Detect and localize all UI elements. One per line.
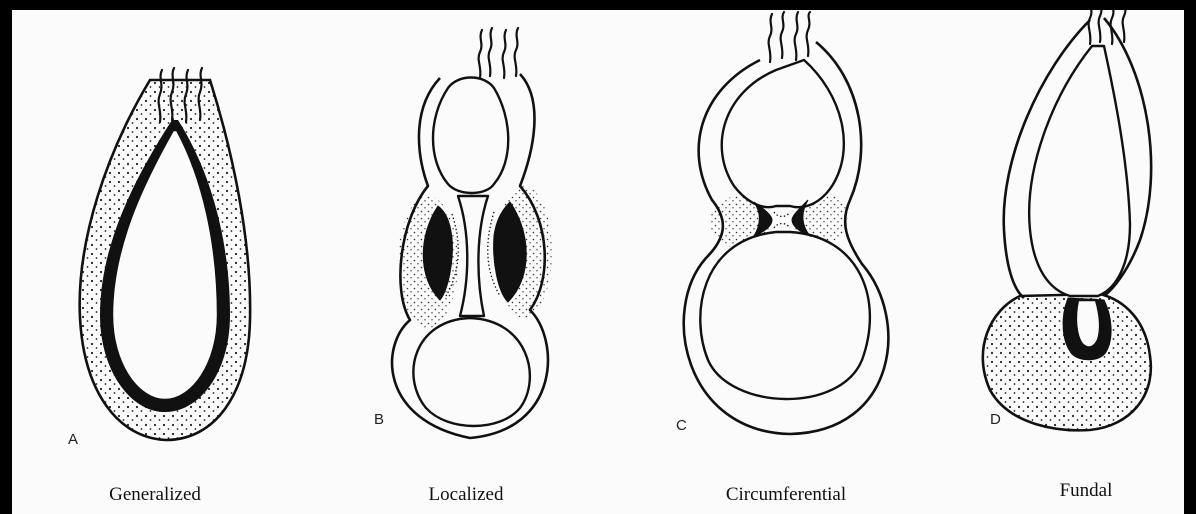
panel-a-letter: A: [68, 431, 78, 448]
panel-a-generalized: A Generalized: [68, 68, 250, 505]
panel-b-duct-2: [489, 28, 492, 76]
gallbladder-adenomyomatosis-diagram: A Generalized B Localized: [12, 10, 1184, 514]
panel-c-duct-2: [781, 12, 784, 58]
panel-b-duct: [479, 30, 482, 78]
panel-d-duct-4: [1123, 10, 1126, 42]
panel-d-pocket: [1076, 300, 1100, 347]
panel-b-lumen-upper: [433, 78, 508, 194]
panel-b-localized: B Localized: [374, 28, 552, 505]
panel-d-duct-2: [1099, 10, 1102, 42]
panel-b-letter: B: [374, 411, 384, 428]
panel-b-duct-3: [503, 30, 506, 78]
panel-d-letter: D: [990, 411, 1001, 428]
panel-b-duct-4: [515, 28, 518, 76]
panel-c-duct-3: [795, 12, 798, 60]
panel-c-duct-4: [807, 12, 810, 56]
panel-d-fundal: D Fundal: [983, 10, 1151, 501]
panel-c-letter: C: [676, 417, 687, 434]
panel-d-caption: Fundal: [1060, 480, 1113, 501]
panel-c-fringe: [774, 212, 790, 228]
panel-b-lumen-lower: [413, 318, 529, 426]
panel-c-caption: Circumferential: [726, 484, 846, 505]
panel-c-duct: [769, 14, 772, 62]
panel-c-lumen-lower: [700, 232, 870, 399]
panel-a-caption: Generalized: [109, 484, 201, 505]
panel-b-caption: Localized: [429, 484, 504, 505]
panel-d-duct: [1089, 10, 1092, 44]
panel-c-circumferential: C Circumferential: [676, 12, 888, 505]
panel-c-lumen-upper: [722, 60, 844, 207]
figure-frame: A Generalized B Localized: [12, 10, 1184, 514]
